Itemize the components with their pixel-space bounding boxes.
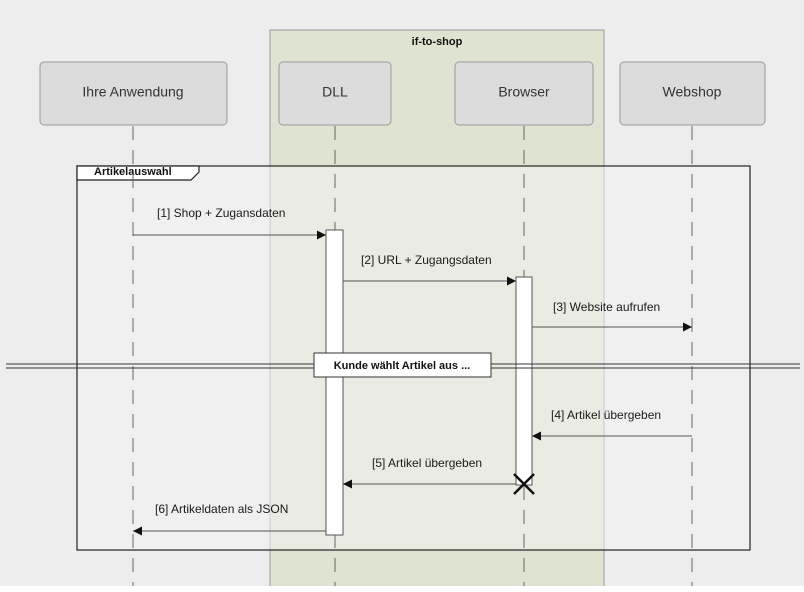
divider: Kunde wählt Artikel aus ... [6, 352, 800, 378]
participant-webshop: Webshop [619, 61, 766, 126]
participant-dll: DLL [278, 61, 392, 126]
message-label: [3] Website aufrufen [553, 300, 660, 314]
bottom-strip [0, 586, 804, 592]
activation-dll [325, 229, 344, 536]
message-6: [6] Artikeldaten als JSON [133, 502, 326, 536]
destroy-icon [513, 473, 535, 495]
divider-label: Kunde wählt Artikel aus ... [334, 360, 471, 372]
participant-app: Ihre Anwendung [39, 61, 228, 126]
participant-label: Browser [498, 84, 550, 100]
fragment-label: Artikelauswahl [94, 166, 172, 178]
activation-browser [515, 276, 533, 486]
fragment-tab [76, 165, 200, 181]
group-title: if-to-shop [412, 36, 463, 48]
participant-label: Ihre Anwendung [82, 84, 183, 100]
message-2: [2] URL + Zugangsdaten [343, 253, 516, 286]
participant-label: Webshop [663, 84, 722, 100]
message-3: [3] Website aufrufen [532, 300, 692, 332]
message-label: [4] Artikel übergeben [551, 408, 661, 422]
message-label: [6] Artikeldaten als JSON [155, 502, 288, 516]
message-1: [1] Shop + Zugansdaten [133, 206, 326, 240]
participant-label: DLL [322, 84, 348, 100]
message-label: [1] Shop + Zugansdaten [157, 206, 285, 220]
divider-box [313, 352, 492, 378]
participant-browser: Browser [454, 61, 594, 126]
message-label: [2] URL + Zugangsdaten [361, 253, 492, 267]
message-5: [5] Artikel übergeben [343, 456, 516, 489]
message-label: [5] Artikel übergeben [372, 456, 482, 470]
message-4: [4] Artikel übergeben [532, 408, 692, 441]
